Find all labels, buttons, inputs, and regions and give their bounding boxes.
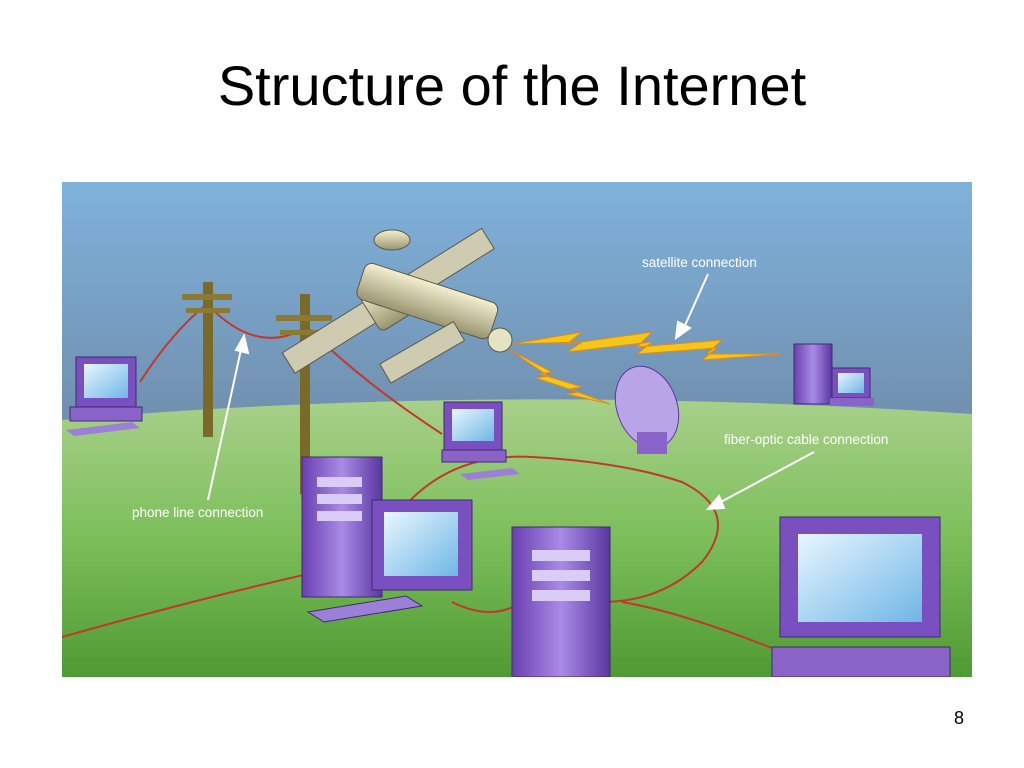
computer-left (66, 356, 143, 436)
telephone-pole-2 (276, 294, 332, 494)
fiber-optic-cable-label: fiber-optic cable connection (724, 432, 888, 447)
satellite-dish (614, 365, 680, 454)
tower-computer-center (511, 526, 611, 677)
telephone-pole-1 (182, 282, 232, 437)
tower-computer-front-left (301, 456, 473, 623)
computer-front-right (771, 516, 951, 677)
internet-structure-illustration: satellite connection fiber-optic cable c… (62, 182, 972, 677)
lightning-bolts (509, 331, 783, 405)
satellite (281, 227, 513, 384)
label-arrows (207, 273, 815, 511)
satellite-connection-label: satellite connection (642, 255, 757, 270)
phone-line-connection-label: phone line connection (132, 505, 263, 520)
computer-center-back (441, 401, 520, 480)
slide-title: Structure of the Internet (217, 54, 807, 117)
page-number: 8 (953, 708, 964, 728)
computer-right-back (793, 343, 874, 406)
